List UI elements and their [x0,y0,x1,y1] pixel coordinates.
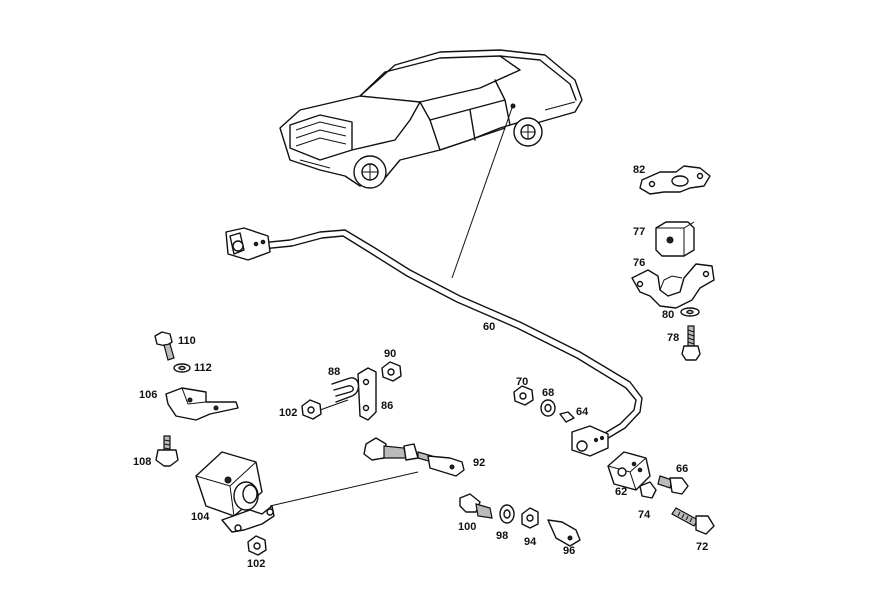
car-illustration [279,49,583,189]
label-part-100: 100 [458,521,477,533]
label-part-62: 62 [615,486,628,498]
label-part-94: 94 [524,536,537,548]
joint-96 [547,519,581,547]
label-part-78: 78 [667,332,680,344]
bracket-62 [607,451,651,491]
label-part-110: 110 [178,335,196,347]
label-part-88: 88 [328,366,341,378]
nut-94 [521,507,539,529]
stabilizer-bar [249,229,643,441]
label-part-86: 86 [381,400,394,412]
label-part-68: 68 [542,387,555,399]
u-bracket-88 [319,377,360,411]
label-part-70: 70 [516,376,529,388]
rod-92 [363,437,465,477]
label-part-112: 112 [194,362,212,374]
bushing-100 [459,493,493,519]
bracket-106 [165,387,239,421]
leader-line-car [451,107,513,279]
label-part-102-top: 102 [279,407,298,419]
nut-90 [381,361,402,382]
label-part-76: 76 [633,257,646,269]
washer-112 [173,363,191,373]
label-part-104: 104 [191,511,210,523]
label-part-92: 92 [473,457,486,469]
bolt-110 [154,331,175,361]
bar-bracket-left [225,227,271,261]
nut-102-bottom [247,535,267,556]
label-part-96: 96 [563,545,576,557]
bushing-77 [655,221,695,257]
gasket-82 [639,165,711,195]
bolt-78 [681,325,701,361]
lockplate-74 [639,481,657,499]
bracket-86 [357,367,377,421]
label-part-108: 108 [133,456,152,468]
pin-64 [559,411,575,423]
label-part-77: 77 [633,226,646,238]
label-part-74: 74 [638,509,651,521]
bolt-72 [671,507,715,535]
valve-104 [195,451,275,533]
nut-102-top [301,399,322,420]
washer-80 [680,307,700,317]
label-part-72: 72 [696,541,709,553]
bolt-66 [657,475,689,495]
screw-108 [155,435,179,467]
nut-70 [513,385,534,406]
washer-68 [540,399,556,417]
label-part-90: 90 [384,348,397,360]
clamp-76 [631,263,715,309]
label-part-60: 60 [483,321,496,333]
washer-98 [499,504,515,524]
label-part-80: 80 [662,309,675,321]
label-part-64: 64 [576,406,589,418]
label-part-82: 82 [633,164,646,176]
bar-bracket-right [571,425,609,457]
label-part-102-bottom: 102 [247,558,266,570]
label-part-66: 66 [676,463,689,475]
label-part-98: 98 [496,530,509,542]
leader-line-104 [269,471,419,507]
label-part-106: 106 [139,389,158,401]
